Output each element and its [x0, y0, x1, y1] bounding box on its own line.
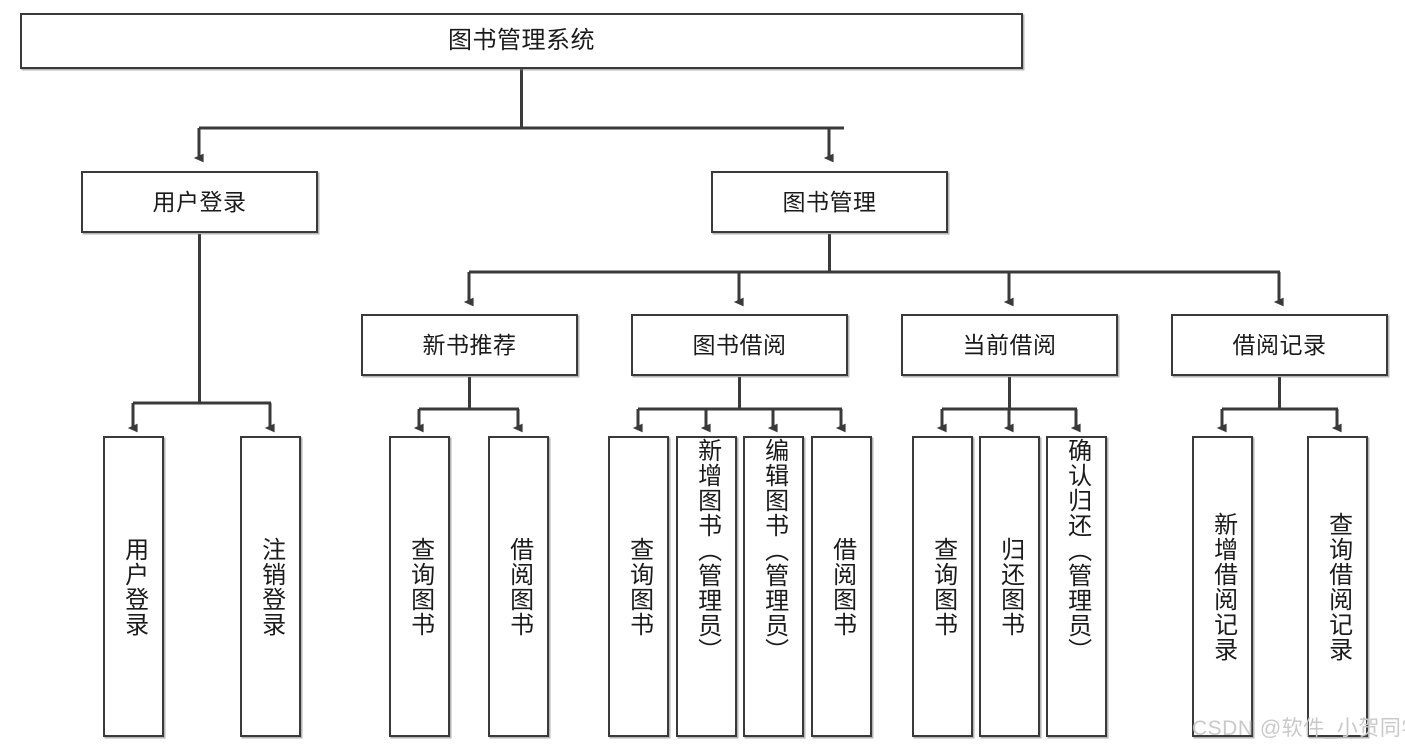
node-label: 注销登录 — [257, 536, 285, 637]
node-label: 借阅图书 — [828, 536, 856, 637]
node-label: 用户登录 — [152, 188, 247, 215]
leaf-borrow-book-recommend[interactable]: 借阅图书 — [488, 436, 549, 737]
node-new-book-recommend[interactable]: 新书推荐 — [361, 314, 578, 376]
node-label: 查询图书 — [406, 536, 434, 637]
leaf-confirm-return-admin[interactable]: 确认归还（管理员） — [1046, 436, 1107, 737]
node-label: 编辑图书（管理员） — [760, 438, 788, 663]
leaf-query-borrow-record[interactable]: 查询借阅记录 — [1307, 436, 1368, 737]
node-label: 用户登录 — [120, 536, 148, 637]
node-label: 归还图书 — [996, 536, 1024, 637]
node-borrow-record[interactable]: 借阅记录 — [1171, 314, 1388, 376]
leaf-user-login[interactable]: 用户登录 — [103, 436, 164, 737]
node-root-system[interactable]: 图书管理系统 — [20, 13, 1023, 69]
node-label: 借阅图书 — [505, 536, 533, 637]
node-label: 确认归还（管理员） — [1063, 438, 1091, 663]
leaf-add-borrow-record[interactable]: 新增借阅记录 — [1192, 436, 1253, 737]
node-label: 查询图书 — [929, 536, 957, 637]
node-user-login[interactable]: 用户登录 — [81, 171, 318, 233]
leaf-borrow-book[interactable]: 借阅图书 — [811, 436, 872, 737]
leaf-query-book-borrow[interactable]: 查询图书 — [608, 436, 669, 737]
node-label: 查询借阅记录 — [1324, 511, 1352, 662]
node-label: 借阅记录 — [1232, 331, 1327, 358]
leaf-query-book-recommend[interactable]: 查询图书 — [389, 436, 450, 737]
node-label: 新增借阅记录 — [1209, 511, 1237, 662]
node-label: 图书借阅 — [692, 331, 787, 358]
leaf-query-book-current[interactable]: 查询图书 — [912, 436, 973, 737]
leaf-logout[interactable]: 注销登录 — [240, 436, 301, 737]
leaf-edit-book-admin[interactable]: 编辑图书（管理员） — [743, 436, 804, 737]
csdn-watermark: CSDN @软件_小贺同学 — [1192, 717, 1405, 740]
node-book-management[interactable]: 图书管理 — [711, 171, 948, 233]
leaf-return-book[interactable]: 归还图书 — [979, 436, 1040, 737]
node-label: 新书推荐 — [422, 331, 517, 358]
leaf-add-book-admin[interactable]: 新增图书（管理员） — [676, 436, 737, 737]
node-label: 新增图书（管理员） — [693, 438, 721, 663]
node-label: 当前借阅 — [962, 331, 1057, 358]
node-book-borrow[interactable]: 图书借阅 — [631, 314, 848, 376]
node-current-borrow[interactable]: 当前借阅 — [901, 314, 1118, 376]
node-label: 查询图书 — [625, 536, 653, 637]
node-label: 图书管理系统 — [448, 27, 595, 55]
node-label: 图书管理 — [782, 188, 877, 215]
